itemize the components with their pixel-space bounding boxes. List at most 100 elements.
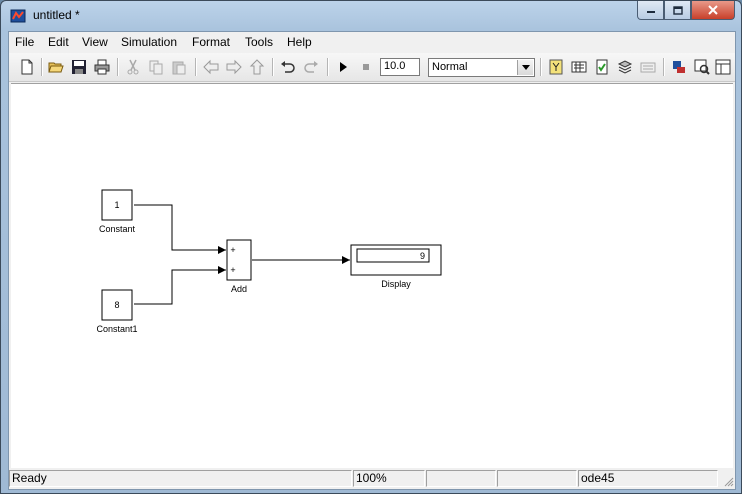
constant1-label: Constant1 xyxy=(96,324,137,334)
library-browser-icon xyxy=(571,61,587,73)
redo-button[interactable] xyxy=(301,57,321,77)
simulink-app-icon xyxy=(10,9,26,23)
new-model-button[interactable] xyxy=(17,57,37,77)
toggle-explorer-icon xyxy=(715,59,731,75)
status-state: Ready xyxy=(9,470,352,487)
toolbar-separator xyxy=(272,58,274,76)
forward-button[interactable] xyxy=(224,57,244,77)
save-button[interactable] xyxy=(69,57,89,77)
maximize-icon xyxy=(672,5,683,15)
menu-bar: File Edit View Simulation Format Tools H… xyxy=(9,32,735,52)
model-browser-button[interactable] xyxy=(692,57,712,77)
add-input2-sign: + xyxy=(230,265,235,275)
constant-label: Constant xyxy=(99,224,136,234)
redo-icon xyxy=(304,61,318,73)
chevron-down-icon xyxy=(521,65,530,70)
model-explorer-icon xyxy=(549,59,563,75)
library-browser-button[interactable] xyxy=(569,57,589,77)
toolbar-separator xyxy=(327,58,329,76)
menu-file[interactable]: File xyxy=(15,35,35,49)
simulation-mode-select[interactable]: Normal xyxy=(428,58,535,77)
window-controls xyxy=(637,1,735,21)
simulation-mode-value: Normal xyxy=(432,61,468,73)
status-zoom: 100% xyxy=(353,470,425,487)
toolbar-separator xyxy=(540,58,542,76)
menu-help[interactable]: Help xyxy=(287,35,312,49)
close-button[interactable] xyxy=(691,1,735,20)
debugger-button[interactable] xyxy=(615,57,635,77)
block-diagram: 1 Constant 8 Constant1 + + Add xyxy=(96,189,442,334)
up-button[interactable] xyxy=(247,57,267,77)
status-cell-empty xyxy=(497,470,577,487)
toggle-explorer-button[interactable] xyxy=(713,57,733,77)
stop-time-input[interactable]: 10.0 xyxy=(380,58,420,76)
constant1-value: 8 xyxy=(114,300,119,310)
open-button[interactable] xyxy=(46,57,66,77)
status-bar: Ready 100% ode45 xyxy=(9,469,735,488)
menu-view[interactable]: View xyxy=(82,35,108,49)
up-icon xyxy=(249,59,265,75)
save-icon xyxy=(72,60,86,74)
add-input1-sign: + xyxy=(230,245,235,255)
copy-icon xyxy=(149,60,163,75)
undo-button[interactable] xyxy=(278,57,298,77)
print-button[interactable] xyxy=(92,57,112,77)
window-title: untitled * xyxy=(33,8,80,22)
constant-block[interactable]: 1 Constant xyxy=(99,189,136,234)
model-advisor-icon xyxy=(596,59,608,75)
title-bar[interactable]: untitled * xyxy=(1,1,741,31)
model-advisor-button[interactable] xyxy=(592,57,612,77)
dropdown-arrow[interactable] xyxy=(517,60,533,75)
run-button[interactable] xyxy=(333,57,353,77)
run-icon xyxy=(340,62,347,72)
new-model-icon xyxy=(21,59,33,75)
display-block[interactable]: 9 Display xyxy=(350,244,442,289)
toolbar-separator xyxy=(663,58,665,76)
open-icon xyxy=(48,62,64,73)
signal-line-constant1[interactable] xyxy=(134,266,226,305)
cut-icon xyxy=(127,59,139,75)
minimize-button[interactable] xyxy=(637,1,664,20)
status-solver: ode45 xyxy=(578,470,718,487)
back-button[interactable] xyxy=(201,57,221,77)
block-update-icon xyxy=(640,62,656,73)
menu-simulation[interactable]: Simulation xyxy=(121,35,178,49)
constant-value: 1 xyxy=(114,200,119,210)
display-value: 9 xyxy=(420,251,425,261)
stop-button[interactable] xyxy=(356,57,376,77)
print-icon xyxy=(94,59,110,75)
signal-line-constant[interactable] xyxy=(134,204,226,254)
debugger-icon xyxy=(617,60,633,74)
add-label: Add xyxy=(231,284,247,294)
add-block[interactable]: + + Add xyxy=(226,239,252,294)
menu-format[interactable]: Format xyxy=(192,35,231,49)
status-cell-empty xyxy=(426,470,496,487)
undo-icon xyxy=(281,61,295,73)
toolbar-separator xyxy=(41,58,43,76)
copy-button[interactable] xyxy=(146,57,166,77)
paste-icon xyxy=(172,61,186,75)
constant1-block[interactable]: 8 Constant1 xyxy=(96,289,138,334)
toolbar-separator xyxy=(117,58,119,76)
model-canvas[interactable]: 1 Constant 8 Constant1 + + Add xyxy=(11,83,733,468)
model-browser-icon xyxy=(694,59,710,75)
build-button[interactable] xyxy=(669,57,689,77)
build-icon xyxy=(673,61,685,73)
cut-button[interactable] xyxy=(123,57,143,77)
client-area: File Edit View Simulation Format Tools H… xyxy=(8,31,736,490)
toolbar-separator xyxy=(195,58,197,76)
maximize-button[interactable] xyxy=(664,1,691,20)
forward-icon xyxy=(226,59,242,75)
minimize-icon xyxy=(646,11,655,13)
block-update-button[interactable] xyxy=(638,57,658,77)
menu-edit[interactable]: Edit xyxy=(48,35,69,49)
model-explorer-button[interactable] xyxy=(546,57,566,77)
toolbar: 10.0 Normal xyxy=(9,53,735,82)
resize-grip-icon[interactable] xyxy=(722,475,734,487)
menu-tools[interactable]: Tools xyxy=(245,35,274,49)
back-icon xyxy=(203,59,219,75)
display-label: Display xyxy=(381,279,411,289)
close-icon xyxy=(708,5,718,15)
paste-button[interactable] xyxy=(169,57,189,77)
